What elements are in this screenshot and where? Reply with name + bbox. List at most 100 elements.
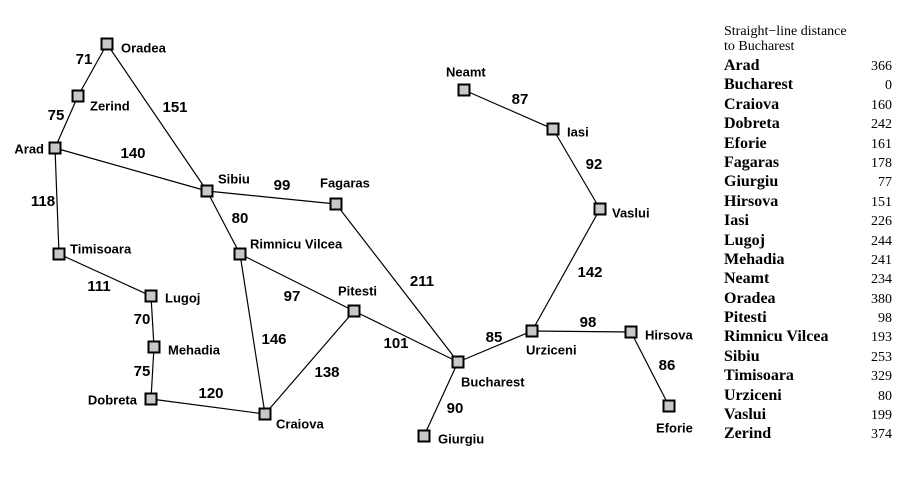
distance-label-sibiu-fagaras: 99 [274,177,291,194]
road-sibiu-fagaras [206,190,337,205]
city-label-timisoara: Timisoara [70,241,132,256]
table-distance-value: 80 [878,388,892,404]
distance-label-arad-timisoara: 118 [31,193,55,210]
distance-label-timisoara-lugoj: 111 [87,278,110,295]
city-labels-layer: OradeaZerindAradTimisoaraLugojMehadiaDob… [14,40,693,446]
city-node-pitesti[interactable] [347,304,361,318]
city-label-zerind: Zerind [90,98,130,113]
table-city-name: Pitesti [724,309,767,327]
distance-label-lugoj-mehadia: 70 [134,311,151,328]
city-node-eforie[interactable] [662,399,676,413]
city-node-iasi[interactable] [546,122,560,136]
table-distance-value: 77 [878,175,892,191]
city-node-giurgiu[interactable] [417,429,431,443]
city-label-neamt: Neamt [446,64,486,79]
road-craiova-pitesti [264,310,355,415]
table-distance-value: 160 [871,97,892,113]
city-label-oradea: Oradea [121,40,167,55]
city-node-craiova[interactable] [258,407,272,421]
city-label-urziceni: Urziceni [526,342,577,357]
table-city-name: Neamt [724,270,770,288]
road-arad-sibiu [54,147,208,192]
table-distance-value: 0 [885,78,892,94]
city-label-giurgiu: Giurgiu [438,431,484,446]
road-sibiu-rimnicu [206,190,241,255]
road-bucharest-urziceni [457,330,533,363]
distance-label-urziceni-hirsova: 98 [580,314,597,331]
distance-label-rimnicu-pitesti: 97 [284,288,301,305]
distance-label-iasi-neamt: 87 [512,91,529,108]
table-city-name: Fagaras [724,153,780,171]
distance-label-oradea-sibiu: 151 [162,99,187,116]
table-city-name: Sibiu [724,347,760,365]
distance-label-dobreta-craiova: 120 [198,385,223,402]
city-label-pitesti: Pitesti [338,283,377,298]
distance-label-rimnicu-craiova: 146 [261,331,286,348]
table-distance-value: 98 [878,311,892,327]
city-label-iasi: Iasi [567,124,589,139]
city-node-oradea[interactable] [100,37,114,51]
road-dobreta-craiova [150,398,266,415]
road-pitesti-bucharest [353,310,459,363]
table-distance-value: 193 [871,330,892,346]
city-node-urziceni[interactable] [525,324,539,338]
distance-label-oradea-zerind: 71 [76,51,93,68]
table-distance-value: 242 [871,117,892,133]
city-node-dobreta[interactable] [144,392,158,406]
city-node-zerind[interactable] [71,89,85,103]
table-distance-value: 374 [871,427,892,443]
road-rimnicu-craiova [239,253,266,415]
city-node-neamt[interactable] [457,83,471,97]
road-bucharest-giurgiu [423,361,459,437]
city-node-bucharest[interactable] [451,355,465,369]
table-distance-value: 161 [871,136,892,152]
table-city-name: Lugoj [724,231,765,249]
distance-label-mehadia-dobreta: 75 [134,363,151,380]
distance-label-zerind-arad: 75 [48,107,65,124]
table-city-name: Arad [724,57,760,74]
city-node-vaslui[interactable] [593,202,607,216]
city-label-vaslui: Vaslui [612,205,650,220]
city-node-lugoj[interactable] [144,289,158,303]
city-node-mehadia[interactable] [147,340,161,354]
city-node-hirsova[interactable] [624,325,638,339]
city-node-rimnicu[interactable] [233,247,247,261]
table-row: Zerind 374 [724,425,892,444]
road-rimnicu-pitesti [239,253,355,312]
city-node-fagaras[interactable] [329,197,343,211]
city-node-timisoara[interactable] [52,247,66,261]
road-hirsova-eforie [630,331,670,407]
city-node-arad[interactable] [48,141,62,155]
table-row: Dobreta 242 [724,115,892,134]
distance-label-pitesti-bucharest: 101 [383,335,408,352]
city-label-hirsova: Hirsova [645,327,693,342]
table-city-name: Rimnicu Vilcea [724,328,829,346]
road-mehadia-dobreta [150,346,155,400]
road-arad-timisoara [54,147,60,255]
table-city-name: Dobreta [724,115,780,133]
city-label-dobreta: Dobreta [88,392,138,407]
road-oradea-zerind [77,43,108,97]
distance-labels-layer: 7115175140118111707512099809714613821110… [31,51,675,417]
city-label-lugoj: Lugoj [165,290,200,305]
table-city-name: Zerind [724,425,772,443]
distance-label-arad-sibiu: 140 [120,145,145,162]
table-city-name: Iasi [724,212,749,230]
city-node-sibiu[interactable] [200,184,214,198]
table-distance-value: 241 [871,252,892,268]
table-city-name: Craiova [724,95,780,113]
city-label-craiova: Craiova [276,416,324,431]
table-distance-value: 329 [871,369,892,385]
